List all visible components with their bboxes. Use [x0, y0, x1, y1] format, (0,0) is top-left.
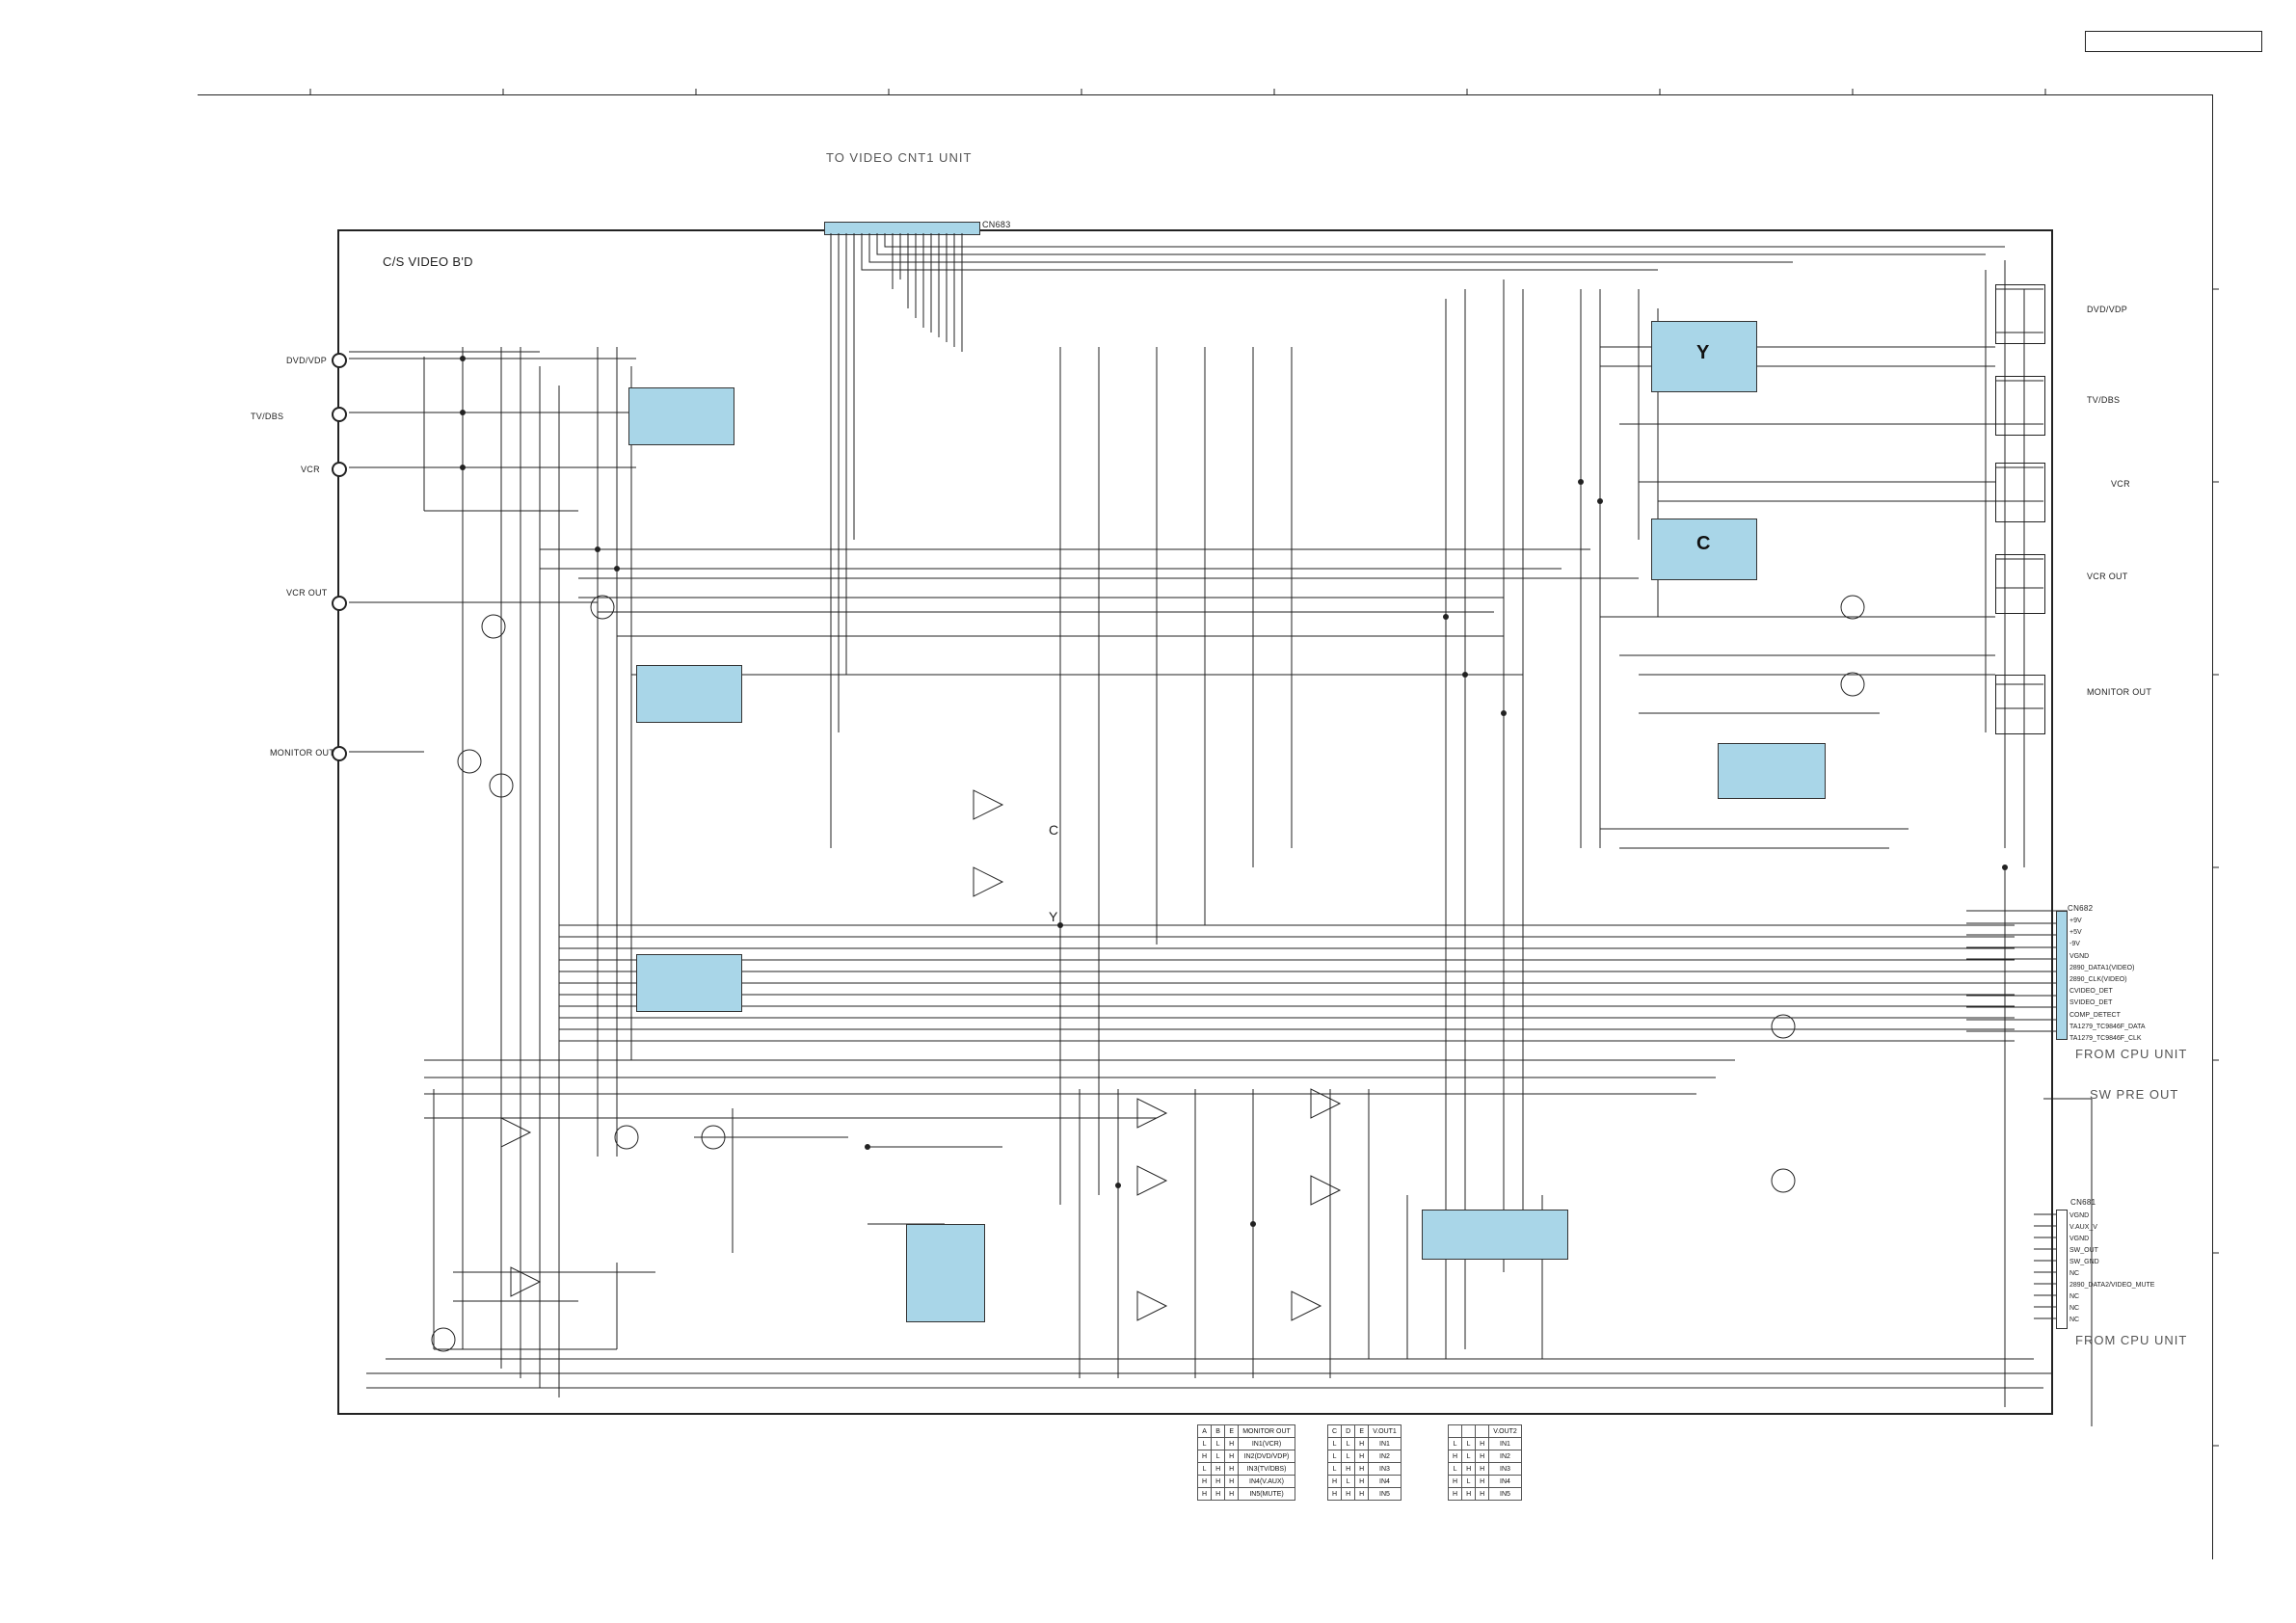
board-title: C/S VIDEO B'D [383, 254, 473, 269]
left-jack-vcr [332, 462, 347, 477]
title-block [2085, 31, 2262, 52]
board-outline [337, 229, 2053, 1415]
cn681-signal: 2890_DATA2/VIDEO_MUTE [2069, 1282, 2155, 1289]
left-port-vcr: VCR [301, 465, 320, 474]
cn682-signal: TA1279_TC9846F_DATA [2069, 1023, 2146, 1030]
right-jack-block-4 [1995, 554, 2045, 614]
cn682-signal: 2890_CLK(VIDEO) [2069, 976, 2127, 984]
cn681-connector [2056, 1210, 2068, 1329]
left-jack-tv [332, 407, 347, 422]
sw-pre-out-label: SW PRE OUT [2090, 1087, 2179, 1102]
cn681-signal: NC [2069, 1305, 2080, 1312]
ic-video-switch [1422, 1210, 1568, 1260]
cn681-signal: NC [2069, 1270, 2080, 1277]
from-cpu-label-1: FROM CPU UNIT [2075, 1047, 2188, 1061]
ic-shift-register-1 [636, 665, 742, 723]
right-jack-block-2 [1995, 376, 2045, 436]
left-jack-dvd [332, 353, 347, 368]
top-connector-label: CN683 [982, 220, 1011, 229]
cn682-signal: +9V [2069, 918, 2082, 924]
c-amp-label: C [1049, 822, 1059, 838]
cn681-signal: SW_OUT [2069, 1247, 2098, 1254]
cn682-signal: CVIDEO_DET [2069, 988, 2113, 996]
ic-detector [1718, 743, 1826, 799]
cn682-connector [2056, 911, 2068, 1040]
cn682-signal: VGND [2069, 952, 2090, 960]
left-port-monitor-out: MONITOR OUT [270, 748, 335, 758]
right-port-vcr: VCR [2111, 479, 2130, 489]
ic-c-letter: C [1696, 533, 1711, 554]
right-border [2212, 94, 2213, 1559]
right-port-dvd: DVD/VDP [2087, 305, 2128, 314]
left-port-dvd: DVD/VDP [286, 356, 328, 365]
cn681-signal: NC [2069, 1293, 2080, 1300]
ic-y-letter: Y [1696, 342, 1710, 363]
ic-c-switch [1651, 519, 1757, 580]
right-port-tv: TV/DBS [2087, 395, 2121, 405]
top-border [198, 94, 2212, 95]
cn682-signal: +5V [2069, 929, 2082, 937]
cn681-signal: SW_GND [2069, 1259, 2099, 1265]
left-port-tv: TV/DBS [251, 412, 284, 421]
cn681-signal: V.AUX_V [2069, 1224, 2097, 1231]
left-jack-vcr-out [332, 596, 347, 611]
from-cpu-label-2: FROM CPU UNIT [2075, 1333, 2188, 1347]
cn681-signal: VGND [2069, 1212, 2090, 1219]
cn681-signal: VGND [2069, 1236, 2090, 1242]
cn682-signal: TA1279_TC9846F_CLK [2069, 1035, 2142, 1043]
ic-shift-register-2 [636, 954, 742, 1012]
cn682-signal: -9V [2069, 941, 2080, 948]
cn681-signal: NC [2069, 1317, 2080, 1323]
right-jack-block-5 [1995, 675, 2045, 734]
right-jack-block-3 [1995, 463, 2045, 522]
cn682-label: CN682 [2068, 904, 2094, 913]
top-connector [824, 222, 980, 235]
y-amp-label: Y [1049, 909, 1058, 924]
left-jack-monitor-out [332, 746, 347, 761]
ic-y-switch [1651, 321, 1757, 392]
to-unit-label: TO VIDEO CNT1 UNIT [826, 150, 973, 165]
cn681-signal-list: VGND V.AUX_V VGND SW_OUT SW_GND NC 2890_… [2069, 1211, 2154, 1326]
cn681-label: CN681 [2070, 1198, 2096, 1207]
table-header: V.OUT2 [1447, 1424, 1522, 1438]
right-port-monitor-out: MONITOR OUT [2087, 687, 2152, 697]
cn682-signal: COMP_DETECT [2069, 1011, 2121, 1019]
cn682-signal: SVIDEO_DET [2069, 999, 2113, 1007]
right-port-vcr-out: VCR OUT [2087, 572, 2128, 581]
cn682-signal-list: +9V +5V -9V VGND 2890_DATA1(VIDEO) 2890_… [2069, 916, 2146, 1045]
left-port-vcr-out: VCR OUT [286, 588, 328, 598]
right-jack-block-1 [1995, 284, 2045, 344]
ic-analog-mux [906, 1224, 985, 1322]
ic-input-switch [628, 387, 734, 445]
cn682-signal: 2890_DATA1(VIDEO) [2069, 964, 2135, 971]
